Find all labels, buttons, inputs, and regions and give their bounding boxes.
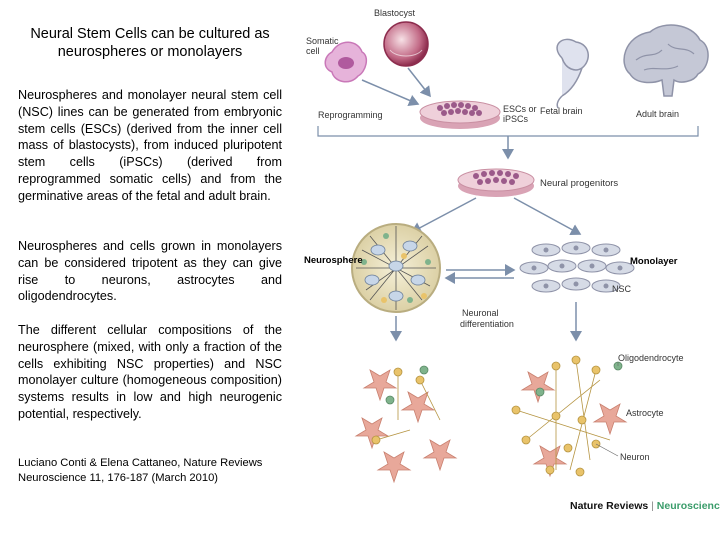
label-neuronal-diff-2: differentiation: [460, 319, 514, 329]
arrow-to-neurosphere: [410, 197, 477, 234]
paragraph-neurogenic-potential: The different cellular compositions of t…: [18, 323, 282, 421]
label-monolayer: Monolayer: [630, 256, 678, 267]
label-blastocyst: Blastocyst: [374, 8, 416, 18]
blastocyst-icon: [383, 21, 429, 67]
label-neural-progenitors: Neural progenitors: [540, 178, 618, 189]
label-neurosphere: Neurosphere: [304, 255, 363, 266]
label-escs-1: ESCs or: [503, 104, 537, 114]
monolayer-differentiated-cells: [511, 355, 628, 478]
paragraph-origins: Neurospheres and monolayer neural stem c…: [18, 88, 282, 203]
neural-progenitor-dish-icon: [457, 168, 535, 197]
adult-brain-icon: [623, 24, 709, 97]
arrow-blastocyst-to-dish: [407, 67, 431, 98]
somatic-cell-icon: [324, 41, 368, 83]
brand-journal: Nature Reviews: [570, 500, 649, 512]
paragraph-tripotent: Neurospheres and cells grown in monolaye…: [18, 239, 282, 304]
journal-brand: Nature Reviews | Neuroscience: [570, 500, 720, 512]
label-nsc: NSC: [612, 284, 632, 294]
label-somatic-1: Somatic: [306, 36, 339, 46]
brand-separator: |: [651, 500, 654, 512]
label-astrocyte: Astrocyte: [626, 408, 664, 418]
label-fetal-brain: Fetal brain: [540, 106, 583, 116]
monolayer-icon: [519, 241, 635, 293]
neurosphere-differentiated-cells: [354, 365, 458, 484]
citation: Luciano Conti & Elena Cattaneo, Nature R…: [18, 457, 263, 484]
label-neuron: Neuron: [620, 452, 650, 462]
arrow-somatic-to-dish: [361, 79, 420, 106]
merge-bracket: [317, 126, 699, 137]
diagram-svg: Somatic cell Blastocyst Reprogramming ES…: [304, 8, 709, 484]
label-neuronal-diff-1: Neuronal: [462, 308, 499, 318]
neurosphere-icon: [351, 223, 441, 313]
label-escs-2: iPSCs: [503, 114, 529, 124]
figure-panel: Somatic cell Blastocyst Reprogramming ES…: [300, 0, 720, 540]
neuron-leader: [595, 443, 619, 457]
label-somatic-2: cell: [306, 46, 320, 56]
brand-section: Neuroscience: [656, 500, 720, 512]
arrow-to-monolayer: [513, 197, 582, 235]
label-oligodendrocyte: Oligodendrocyte: [618, 353, 684, 363]
slide-title: Neural Stem Cells can be cultured as neu…: [30, 26, 270, 60]
fetal-brain-icon: [556, 38, 589, 109]
label-reprogramming: Reprogramming: [318, 110, 383, 120]
esc-dish-icon: [419, 100, 501, 129]
label-adult-brain: Adult brain: [636, 109, 679, 119]
